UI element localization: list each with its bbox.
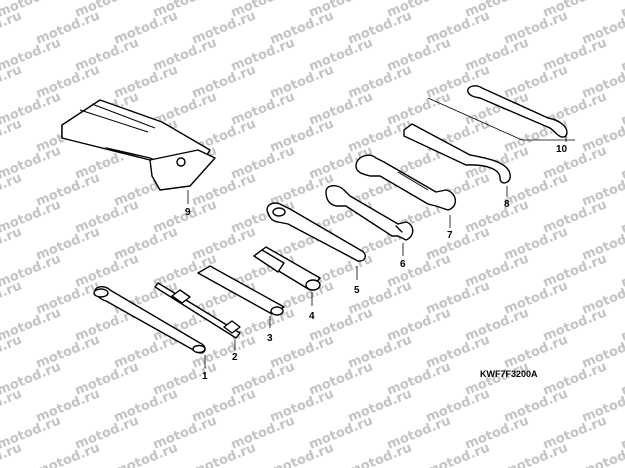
extension-bar xyxy=(197,265,285,328)
watermark-text: motod.ru xyxy=(0,62,24,101)
callout-7: 7 xyxy=(447,230,453,241)
callout-2: 2 xyxy=(232,352,238,363)
watermark-text: motod.ru xyxy=(619,0,625,21)
screwdriver-handle xyxy=(93,286,206,368)
tool-bag xyxy=(61,99,216,204)
open-end-wrench-large xyxy=(355,154,456,228)
watermark-text: motod.ru xyxy=(619,143,625,182)
watermark-text: motod.ru xyxy=(619,35,625,74)
watermark-text: motod.ru xyxy=(619,305,625,344)
callout-9: 9 xyxy=(185,207,191,218)
watermark-text: motod.ru xyxy=(0,170,24,209)
watermark-text: motod.ru xyxy=(619,197,625,236)
watermark-text: motod.ru xyxy=(0,8,24,47)
watermark-text: motod.ru xyxy=(0,224,24,263)
watermark-text: motod.ru xyxy=(0,278,24,317)
callout-1: 1 xyxy=(202,371,208,382)
watermark-text: motod.ru xyxy=(190,440,258,468)
screwdriver-bit xyxy=(154,282,241,350)
callout-5: 5 xyxy=(354,285,360,296)
diagram-code: KWF7F3200A xyxy=(480,369,538,379)
open-end-wrench-small xyxy=(325,185,414,256)
callout-3: 3 xyxy=(267,333,273,344)
callout-6: 6 xyxy=(400,259,406,270)
watermark-text: motod.ru xyxy=(619,89,625,128)
watermark-text: motod.ru xyxy=(0,386,24,425)
callout-4: 4 xyxy=(309,311,315,322)
watermark-text: motod.ru xyxy=(34,440,102,468)
callout-10: 10 xyxy=(556,144,568,155)
watermark-text: motod.ru xyxy=(346,440,414,468)
watermark-text: motod.ru xyxy=(619,413,625,452)
watermark-text: motod.ru xyxy=(112,440,180,468)
watermark-text: motod.ru xyxy=(619,251,625,290)
watermark-text: motod.ru xyxy=(502,440,570,468)
watermark-text: motod.ru xyxy=(0,116,24,155)
plug-socket xyxy=(253,246,321,306)
watermark-text: motod.ru xyxy=(619,359,625,398)
watermark-text: motod.ru xyxy=(424,440,492,468)
hook-spanner xyxy=(403,123,511,197)
pin-spanner xyxy=(266,202,366,280)
watermark-text: motod.ru xyxy=(0,332,24,371)
callout-8: 8 xyxy=(504,199,510,210)
hook-spanner-small xyxy=(427,85,575,142)
watermark-text: motod.ru xyxy=(268,440,336,468)
watermark-text: motod.ru xyxy=(580,440,625,468)
